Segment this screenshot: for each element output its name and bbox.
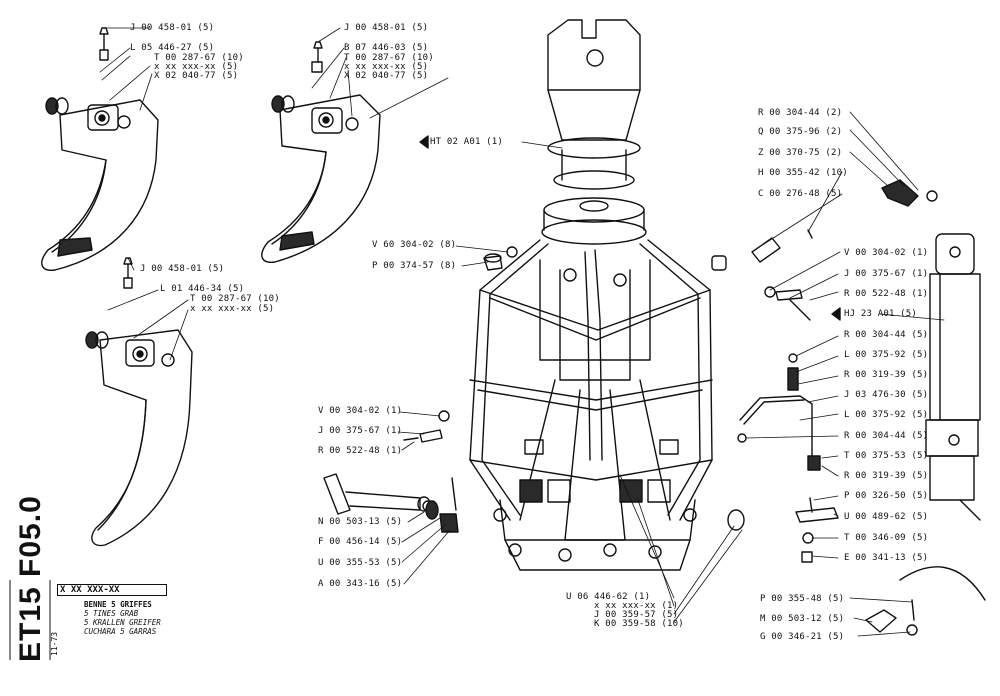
part-label: E 00 341-13 (5)	[844, 553, 929, 563]
part-label: R 00 319-39 (5)	[844, 370, 929, 380]
cage-frame-drawing	[469, 239, 713, 571]
part-label: T 00 346-09 (5)	[844, 533, 929, 543]
part-label: R 00 522-48 (1)	[844, 289, 929, 299]
part-label: T 00 287-67 (10)	[344, 53, 434, 63]
part-label: x xx xxx-xx (1)	[594, 601, 679, 611]
part-label: J 00 359-57 (5)	[594, 610, 679, 620]
part-label: J 00 458-01 (5)	[130, 23, 215, 33]
part-label: H 00 355-42 (10)	[758, 168, 848, 178]
hydraulic-cylinder-drawing	[899, 233, 986, 601]
part-label: R 00 319-39 (5)	[844, 471, 929, 481]
part-label: x xx xxx-xx (5)	[154, 62, 239, 72]
part-label: J 03 476-30 (5)	[844, 390, 929, 400]
part-label: F 00 456-14 (5)	[318, 537, 403, 547]
part-label: N 00 503-13 (5)	[318, 517, 403, 527]
right-fittings-drawing	[737, 179, 938, 636]
tine-1-drawing	[41, 27, 159, 271]
part-label: x xx xxx-xx (5)	[344, 62, 429, 72]
leader-lines	[99, 27, 945, 637]
title-german: 5 KRALLEN GREIFER	[84, 618, 161, 627]
part-label: L 01 446-34 (5)	[160, 284, 245, 294]
part-label: U 06 446-62 (1)	[566, 592, 651, 602]
part-label: U 00 489-62 (5)	[844, 512, 929, 522]
part-label: P 00 326-50 (5)	[844, 491, 929, 501]
sheet-code: ET15 F05.0	[14, 495, 47, 662]
sheet-date: 11-73	[50, 631, 59, 656]
part-label: T 00 287-67 (10)	[190, 294, 280, 304]
part-label: J 00 375-67 (1)	[844, 269, 929, 279]
part-label: J 00 458-01 (5)	[344, 23, 429, 33]
part-label: x xx xxx-xx (5)	[190, 304, 275, 314]
part-label: R 00 522-48 (1)	[318, 446, 403, 456]
part-label: V 00 304-02 (1)	[318, 406, 403, 416]
part-label: R 00 304-44 (5)	[844, 330, 929, 340]
title-french: BENNE 5 GRIFFES	[84, 600, 152, 609]
title-spanish: CUCHARA 5 GARRAS	[84, 627, 157, 636]
bottom-bushing-drawing	[727, 509, 745, 531]
part-label: Z 00 370-75 (2)	[758, 148, 843, 158]
part-label: HJ 23 A01 (5)	[844, 309, 918, 319]
part-label: T 00 287-67 (10)	[154, 53, 244, 63]
part-label: Q 00 375-96 (2)	[758, 127, 843, 137]
rotator-head-drawing	[541, 19, 647, 245]
part-label: K 00 359-58 (10)	[594, 619, 684, 629]
left-small-parts-drawing	[403, 410, 450, 443]
reference-box: X XX XXX-XX	[57, 584, 167, 596]
tine-2-drawing	[261, 41, 381, 263]
part-label: J 00 375-67 (1)	[318, 426, 403, 436]
part-label: T 00 375-53 (5)	[844, 451, 929, 461]
part-label: C 00 276-48 (5)	[758, 189, 843, 199]
part-label: G 00 346-21 (5)	[760, 632, 845, 642]
title-english: 5 TINES GRAB	[84, 609, 139, 618]
part-label: HT 02 A01 (1)	[430, 137, 504, 147]
part-label: L 05 446-27 (5)	[130, 43, 215, 53]
part-label: R 00 304-44 (2)	[758, 108, 843, 118]
part-label: U 00 355-53 (5)	[318, 558, 403, 568]
part-label: B 07 446-03 (5)	[344, 43, 429, 53]
pin-assembly-drawing	[323, 473, 459, 533]
part-label: V 60 304-02 (8)	[372, 240, 457, 250]
part-label: A 00 343-16 (5)	[318, 579, 403, 589]
part-label: M 00 503-12 (5)	[760, 614, 845, 624]
part-label: L 00 375-92 (5)	[844, 410, 929, 420]
part-label: J 00 458-01 (5)	[140, 264, 225, 274]
part-label: X 02 040-77 (5)	[344, 71, 429, 81]
part-label: P 00 374-57 (8)	[372, 261, 457, 271]
part-label: X 02 040-77 (5)	[154, 71, 239, 81]
tine-3-drawing	[85, 257, 193, 547]
part-label: P 00 355-48 (5)	[760, 594, 845, 604]
reference-number: X XX XXX-XX	[60, 585, 120, 595]
part-label: L 00 375-92 (5)	[844, 350, 929, 360]
part-label: R 00 304-44 (5)	[844, 431, 929, 441]
part-label: V 00 304-02 (1)	[844, 248, 929, 258]
